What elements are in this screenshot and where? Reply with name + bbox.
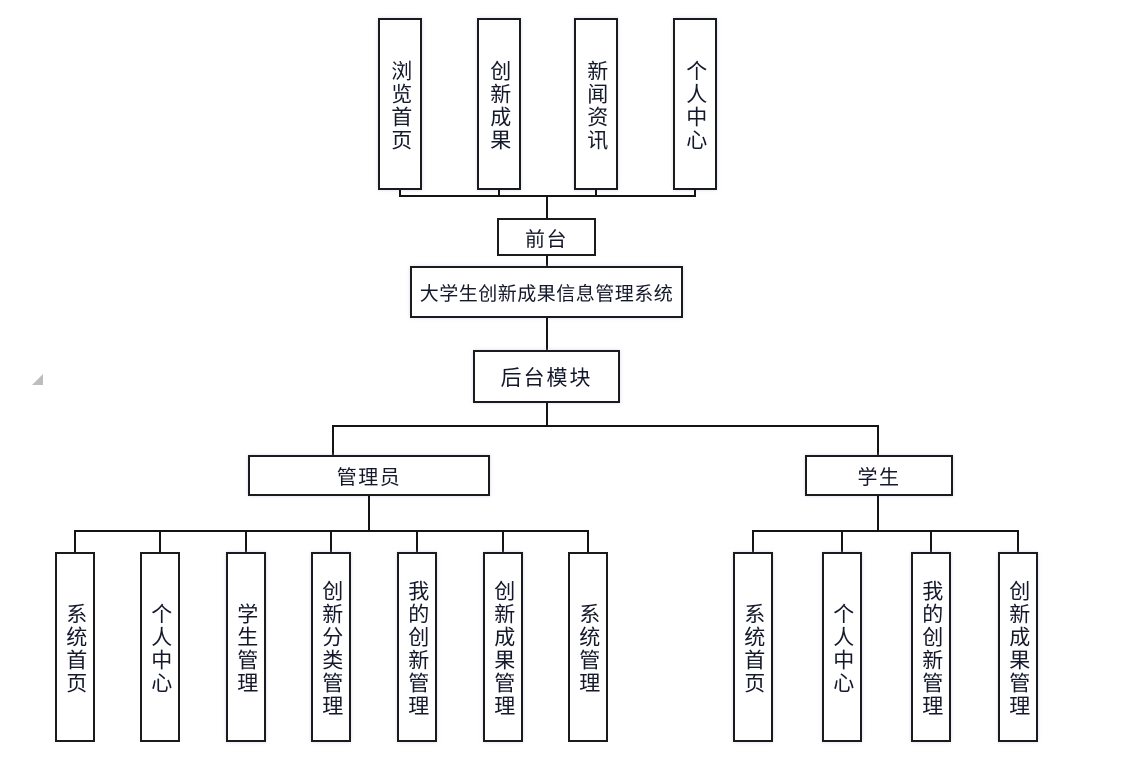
connector-admin-child-drop-3: [245, 530, 247, 554]
root-system-label: 大学生创新成果信息管理系统: [419, 283, 674, 305]
frontend-label: 前台: [525, 228, 568, 251]
admin-child-box-6[interactable]: 创新成果管理: [483, 552, 523, 742]
corner-triangle-marker: [32, 374, 43, 385]
frontend-box[interactable]: 前台: [497, 218, 596, 256]
connector-admin-child-drop-5: [416, 530, 418, 554]
admin-child-label-3: 学生管理: [234, 603, 259, 695]
frontend-child-box-3[interactable]: 新闻资讯: [574, 18, 618, 190]
role-label-student: 学生: [857, 467, 901, 489]
admin-child-box-2[interactable]: 个人中心: [140, 552, 180, 742]
frontend-child-label-2: 创新成果: [487, 60, 512, 152]
admin-child-label-7: 系统管理: [576, 603, 601, 695]
connector-frontend-bus-to-frontend: [546, 195, 548, 219]
frontend-child-label-1: 浏览首页: [388, 60, 413, 152]
connector-frontend-to-root: [546, 255, 548, 267]
student-child-box-2[interactable]: 个人中心: [822, 552, 862, 742]
admin-child-box-1[interactable]: 系统首页: [55, 552, 95, 742]
backend-module-box[interactable]: 后台模块: [473, 350, 620, 403]
connector-frontend-drop-1: [399, 190, 401, 197]
connector-student-child-drop-1: [752, 530, 754, 554]
student-child-box-4[interactable]: 创新成果管理: [998, 552, 1038, 742]
backend-module-label: 后台模块: [500, 366, 593, 390]
connector-student-child-drop-2: [841, 530, 843, 554]
connector-role-drop-admin: [332, 425, 334, 456]
admin-child-box-7[interactable]: 系统管理: [568, 552, 608, 742]
connector-frontend-drop-4: [694, 190, 696, 197]
frontend-child-box-2[interactable]: 创新成果: [477, 18, 521, 190]
connector-role-drop-student: [877, 425, 879, 456]
admin-child-box-3[interactable]: 学生管理: [226, 552, 266, 742]
connector-frontend-drop-3: [595, 190, 597, 197]
connector-student-child-drop-3: [930, 530, 932, 554]
admin-child-label-1: 系统首页: [63, 603, 88, 695]
role-box-student[interactable]: 学生: [805, 455, 953, 496]
connector-backend-to-role-bus: [546, 403, 548, 427]
frontend-child-box-4[interactable]: 个人中心: [673, 18, 717, 190]
connector-admin-child-drop-2: [159, 530, 161, 554]
admin-child-box-4[interactable]: 创新分类管理: [311, 552, 351, 742]
admin-child-box-5[interactable]: 我的创新管理: [397, 552, 437, 742]
admin-child-label-4: 创新分类管理: [319, 580, 344, 718]
admin-child-label-2: 个人中心: [148, 603, 173, 695]
student-child-box-3[interactable]: 我的创新管理: [911, 552, 951, 742]
frontend-child-label-3: 新闻资讯: [584, 60, 609, 152]
student-child-label-3: 我的创新管理: [919, 580, 944, 718]
connector-admin-child-drop-1: [74, 530, 76, 554]
admin-child-label-6: 创新成果管理: [491, 580, 516, 718]
connector-student-child-bus: [752, 530, 1019, 532]
student-child-label-1: 系统首页: [741, 603, 766, 695]
root-system-box[interactable]: 大学生创新成果信息管理系统: [410, 266, 683, 318]
connector-student-to-bus: [877, 496, 879, 531]
connector-admin-to-bus: [368, 496, 370, 531]
frontend-child-box-1[interactable]: 浏览首页: [378, 18, 422, 190]
connector-root-to-backend: [546, 318, 548, 351]
role-label-admin: 管理员: [336, 467, 402, 489]
connector-admin-child-drop-6: [502, 530, 504, 554]
student-child-label-4: 创新成果管理: [1006, 580, 1031, 718]
student-child-box-1[interactable]: 系统首页: [733, 552, 773, 742]
admin-child-label-5: 我的创新管理: [405, 580, 430, 718]
role-box-admin[interactable]: 管理员: [248, 455, 490, 496]
connector-admin-child-drop-4: [330, 530, 332, 554]
frontend-child-label-4: 个人中心: [683, 60, 708, 152]
student-child-label-2: 个人中心: [830, 603, 855, 695]
connector-role-bus: [332, 425, 879, 427]
connector-admin-child-drop-7: [587, 530, 589, 554]
connector-frontend-drop-2: [498, 190, 500, 197]
connector-student-child-drop-4: [1017, 530, 1019, 554]
